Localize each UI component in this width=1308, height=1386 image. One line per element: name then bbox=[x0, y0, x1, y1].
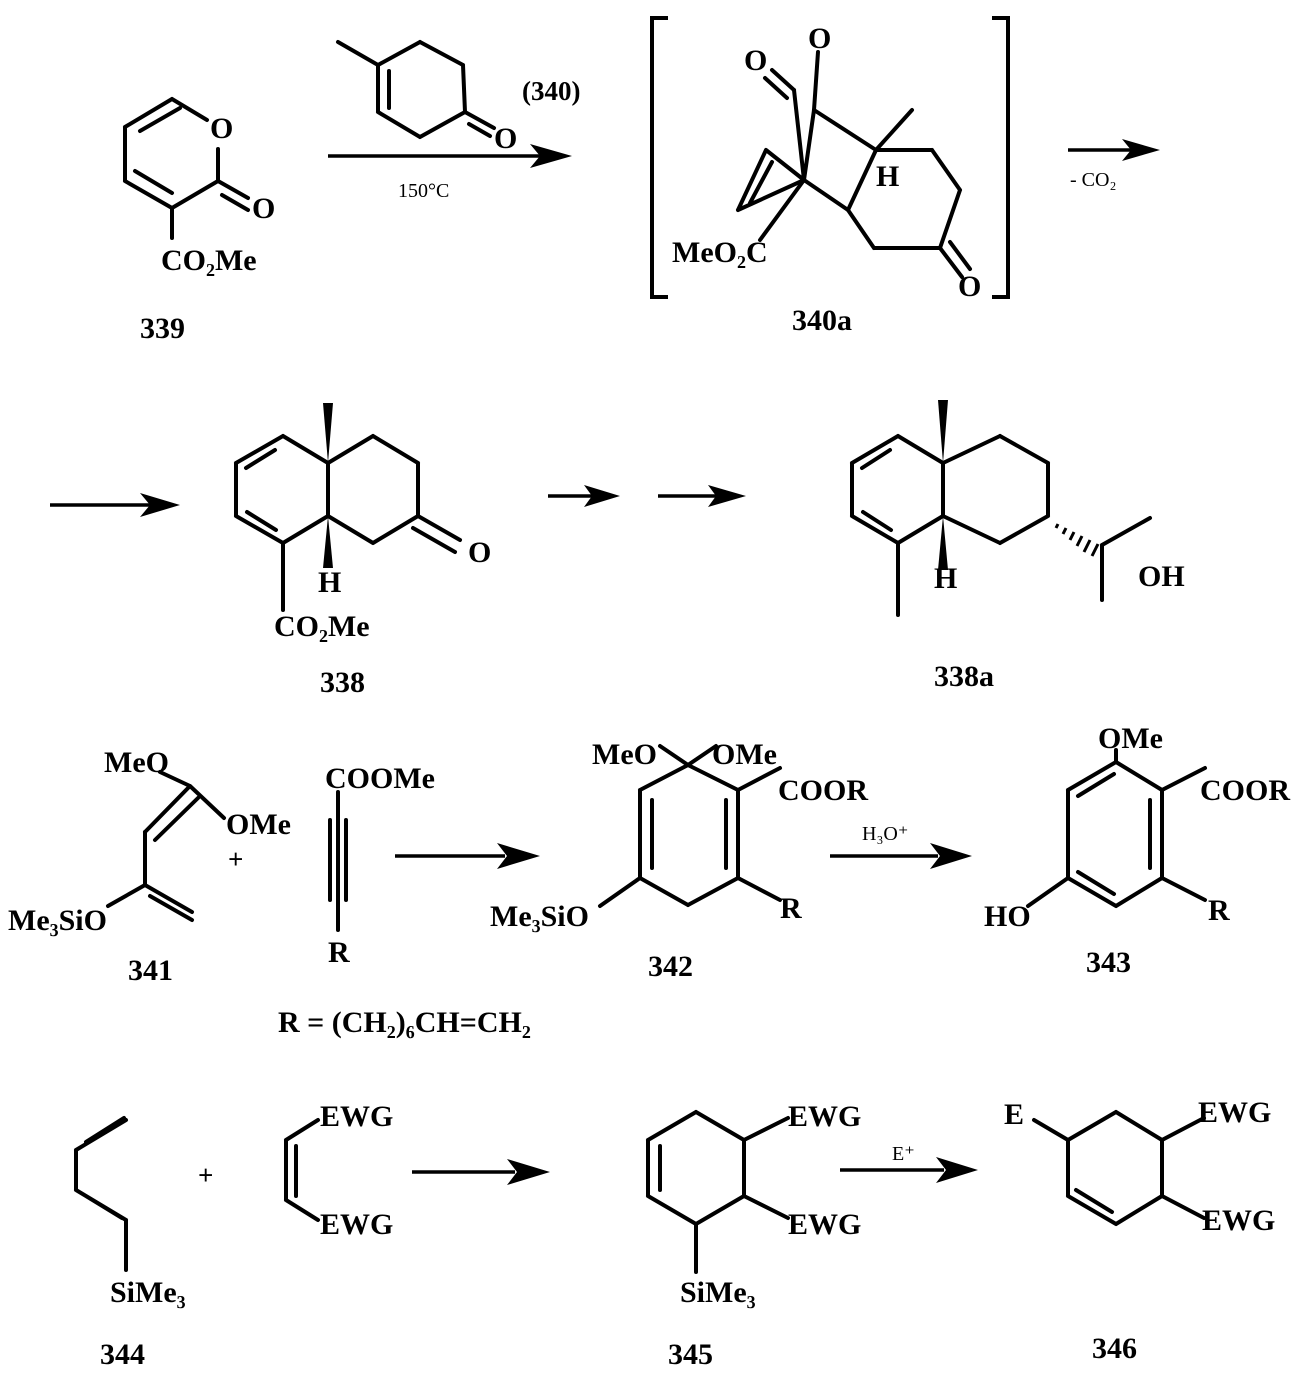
compound-number-341: 341 bbox=[128, 954, 173, 987]
hydrolysis-condition: H₃O⁺ bbox=[862, 823, 908, 845]
r-group-label: R bbox=[780, 892, 802, 925]
ewg-label: EWG bbox=[320, 1208, 393, 1241]
methoxy-label: MeO bbox=[592, 738, 657, 771]
structure-343 bbox=[1026, 748, 1207, 908]
arrowhead-9 bbox=[936, 1157, 978, 1183]
methoxy-label: OMe bbox=[712, 738, 777, 771]
compound-number-340a: 340a bbox=[792, 304, 852, 337]
arrowhead-2 bbox=[1122, 139, 1160, 161]
right-bracket bbox=[992, 16, 1010, 299]
r-group-definition: R = (CH₂)₆CH=CH₂ bbox=[278, 1006, 531, 1039]
ester-label: COOR bbox=[1200, 774, 1290, 807]
structure-341 bbox=[106, 770, 226, 922]
r-group-label: R bbox=[328, 936, 350, 969]
methoxy-label: MeO bbox=[104, 746, 169, 779]
ring-fusion-hydrogen-label: H bbox=[934, 562, 957, 595]
methoxy-label: OMe bbox=[226, 808, 291, 841]
structure-339 bbox=[123, 97, 250, 240]
ketone-oxygen-label: O bbox=[468, 536, 491, 569]
ester-label: COOMe bbox=[325, 762, 435, 795]
temperature-condition: 150°C bbox=[398, 180, 449, 202]
compound-number-346: 346 bbox=[1092, 1332, 1137, 1365]
structure-dienophile bbox=[284, 1118, 320, 1222]
plus-sign: + bbox=[198, 1160, 213, 1190]
hydroxyl-label: HO bbox=[984, 900, 1031, 933]
arrowhead-8 bbox=[507, 1159, 550, 1185]
ewg-label: EWG bbox=[1202, 1204, 1275, 1237]
arrowhead-1 bbox=[530, 144, 572, 168]
ring-fusion-hydrogen-label: H bbox=[876, 160, 899, 193]
compound-number-339: 339 bbox=[140, 312, 185, 345]
compound-number-338a: 338a bbox=[934, 660, 994, 693]
structure-340 bbox=[336, 40, 496, 139]
silyloxy-label: Me₃SiO bbox=[490, 900, 589, 933]
ewg-label: EWG bbox=[788, 1208, 861, 1241]
ewg-label: EWG bbox=[320, 1100, 393, 1133]
structure-344 bbox=[74, 1116, 128, 1272]
silyl-label: SiMe₃ bbox=[680, 1276, 756, 1309]
structure-345 bbox=[646, 1110, 790, 1274]
silyloxy-label: Me₃SiO bbox=[8, 904, 107, 937]
ester-label: MeO₂C bbox=[672, 236, 768, 269]
structure-346 bbox=[1032, 1110, 1206, 1226]
ring-oxygen-label: O bbox=[210, 112, 233, 145]
compound-number-338: 338 bbox=[320, 666, 365, 699]
carbonyl-oxygen-label: O bbox=[252, 192, 275, 225]
reagent-label-340: (340) bbox=[522, 76, 580, 106]
ester-label: CO₂Me bbox=[274, 610, 370, 643]
electrophile-condition: E⁺ bbox=[892, 1143, 915, 1165]
compound-number-343: 343 bbox=[1086, 946, 1131, 979]
arrowhead-7 bbox=[930, 843, 972, 869]
ewg-label: EWG bbox=[788, 1100, 861, 1133]
ewg-label: EWG bbox=[1198, 1096, 1271, 1129]
compound-number-342: 342 bbox=[648, 950, 693, 983]
arrowhead-3 bbox=[140, 493, 180, 517]
structure-340a bbox=[736, 50, 972, 279]
r-group-label: R bbox=[1208, 894, 1230, 927]
ester-label: CO₂Me bbox=[161, 244, 257, 277]
structure-338 bbox=[234, 403, 462, 612]
silyl-label: SiMe₃ bbox=[110, 1276, 186, 1309]
bridge-oxygen-label-2: O bbox=[808, 22, 831, 55]
compound-number-344: 344 bbox=[100, 1338, 145, 1371]
structure-342 bbox=[598, 744, 782, 908]
ring-fusion-hydrogen-label: H bbox=[318, 566, 341, 599]
methoxy-label: OMe bbox=[1098, 722, 1163, 755]
structure-338a bbox=[850, 400, 1152, 617]
left-bracket bbox=[650, 16, 668, 299]
ketone-oxygen-label: O bbox=[494, 122, 517, 155]
structure-alkyne bbox=[328, 790, 348, 932]
ketone-oxygen-label: O bbox=[958, 270, 981, 303]
arrowhead-4 bbox=[584, 485, 620, 507]
compound-number-345: 345 bbox=[668, 1338, 713, 1371]
decarboxylation-condition: - CO₂ bbox=[1070, 169, 1116, 191]
ester-label: COOR bbox=[778, 774, 868, 807]
hydroxyl-label: OH bbox=[1138, 560, 1185, 593]
arrowhead-5 bbox=[708, 485, 746, 507]
electrophile-label: E bbox=[1004, 1098, 1024, 1131]
arrowhead-6 bbox=[497, 843, 540, 869]
bridge-oxygen-label-1: O bbox=[744, 44, 767, 77]
plus-sign: + bbox=[228, 844, 243, 874]
